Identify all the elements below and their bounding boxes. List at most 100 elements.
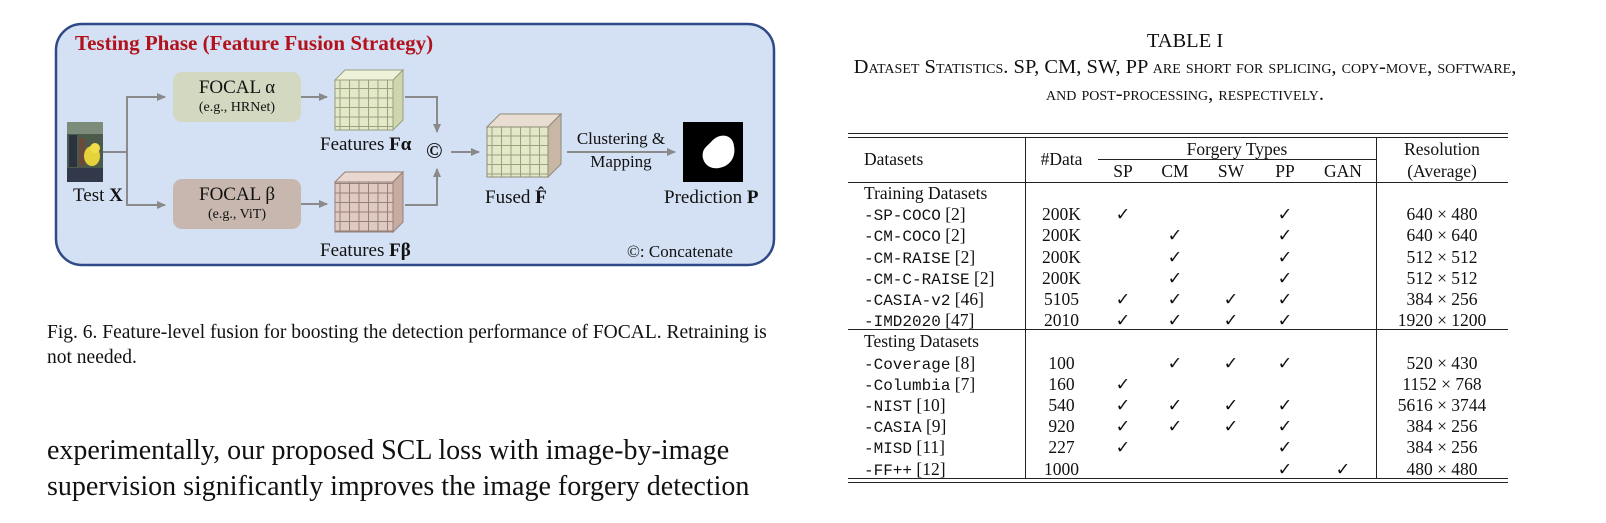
fused-text: Fused xyxy=(485,187,531,208)
check-mark-gan: ✓ xyxy=(1335,458,1351,479)
features-beta-cube xyxy=(333,170,405,234)
data-count-cell: 200K xyxy=(1042,267,1081,288)
dataset-reference: [2] xyxy=(950,246,976,267)
features-alpha-cube xyxy=(333,68,405,132)
dataset-name-cell: -FF++ [12] xyxy=(864,459,946,481)
resolution-cell: 1920 × 1200 xyxy=(1397,310,1487,331)
dataset-name: -NIST xyxy=(864,398,913,416)
focal-alpha-title: FOCAL α xyxy=(198,77,276,98)
header-sp: SP xyxy=(1113,161,1133,181)
data-count-cell: 540 xyxy=(1048,395,1075,415)
concat-symbol: © xyxy=(426,138,443,163)
dataset-name-cell: -CM-RAISE [2] xyxy=(864,247,975,269)
check-mark-sw: ✓ xyxy=(1223,395,1239,415)
check-mark-pp: ✓ xyxy=(1277,352,1293,373)
dataset-name-cell: -CM-COCO [2] xyxy=(864,225,966,247)
check-mark-pp: ✓ xyxy=(1277,289,1293,309)
dataset-reference: [47] xyxy=(940,310,975,331)
dataset-name: -Coverage xyxy=(864,355,951,374)
data-count-cell: 160 xyxy=(1048,373,1075,394)
check-mark-cm: ✓ xyxy=(1167,310,1183,331)
header-pp: PP xyxy=(1275,161,1295,181)
data-count-cell: 200K xyxy=(1042,225,1081,246)
dataset-reference: [12] xyxy=(912,458,946,479)
dataset-reference: [2] xyxy=(969,267,995,288)
resolution-cell: 384 × 256 xyxy=(1406,416,1478,437)
figure-6: Testing Phase (Feature Fusion Strategy) … xyxy=(54,22,777,267)
data-count-cell: 100 xyxy=(1048,352,1075,373)
resolution-cell: 5616 × 3744 xyxy=(1397,395,1487,415)
check-mark-sp: ✓ xyxy=(1115,395,1131,415)
fused-label: Fused F̂ xyxy=(485,187,547,209)
check-mark-cm: ✓ xyxy=(1167,289,1183,309)
check-mark-sp: ✓ xyxy=(1115,373,1131,394)
resolution-cell: 640 × 480 xyxy=(1406,204,1478,225)
resolution-cell: 480 × 480 xyxy=(1406,458,1478,479)
dataset-name: -CM-RAISE xyxy=(864,249,951,268)
test-symbol: X xyxy=(109,185,123,206)
header-gan: GAN xyxy=(1324,161,1362,181)
header-resolution-sub: (Average) xyxy=(1407,161,1477,181)
check-mark-pp: ✓ xyxy=(1277,204,1293,225)
dataset-name: -IMD2020 xyxy=(864,313,941,332)
header-forgery-types: Forgery Types xyxy=(1186,139,1288,159)
table-number: TABLE I xyxy=(1146,30,1224,52)
dataset-reference: [2] xyxy=(940,204,966,225)
prediction-symbol: P xyxy=(746,187,759,208)
vertical-rule-2 xyxy=(1376,137,1377,478)
dataset-reference: [7] xyxy=(950,373,976,394)
figure-caption: Fig. 6. Feature-level fusion for boostin… xyxy=(47,322,767,368)
dataset-name-cell: -CASIA [9] xyxy=(864,416,946,438)
check-mark-sw: ✓ xyxy=(1223,289,1239,309)
data-count-cell: 920 xyxy=(1048,416,1075,437)
figure-diagram xyxy=(54,22,776,267)
check-mark-pp: ✓ xyxy=(1277,225,1293,246)
header-data: #Data xyxy=(1040,149,1083,169)
check-mark-pp: ✓ xyxy=(1277,437,1293,458)
prediction-mask xyxy=(683,122,743,182)
dataset-name: -CM-C-RAISE xyxy=(864,270,970,289)
dataset-reference: [9] xyxy=(921,416,947,437)
features-alpha-label: Features Fα xyxy=(320,134,411,156)
features-beta-text: Features xyxy=(320,240,385,261)
check-mark-sp: ✓ xyxy=(1115,416,1131,437)
forgery-types-rule xyxy=(1098,159,1376,160)
header-resolution: Resolution xyxy=(1404,139,1480,159)
header-cm: CM xyxy=(1161,161,1189,181)
data-count-cell: 5105 xyxy=(1044,289,1079,309)
header-bottom-rule xyxy=(848,182,1508,183)
section-divider-rule xyxy=(848,329,1508,330)
test-label: Test X xyxy=(73,185,123,207)
check-mark-cm: ✓ xyxy=(1167,416,1183,437)
test-image-thumbnail xyxy=(67,122,103,182)
check-mark-cm: ✓ xyxy=(1167,395,1183,415)
body-paragraph: experimentally, our proposed SCL loss wi… xyxy=(47,435,750,502)
dataset-name-cell: -IMD2020 [47] xyxy=(864,310,974,332)
features-alpha-text: Features xyxy=(320,134,385,155)
dataset-name-cell: -NIST [10] xyxy=(864,395,946,417)
check-mark-cm: ✓ xyxy=(1167,267,1183,288)
check-mark-pp: ✓ xyxy=(1277,310,1293,331)
header-sw: SW xyxy=(1217,161,1245,181)
features-beta-label: Features Fβ xyxy=(320,240,411,262)
dataset-name: -SP-COCO xyxy=(864,207,941,226)
resolution-cell: 512 × 512 xyxy=(1406,246,1478,267)
dataset-reference: [2] xyxy=(940,225,966,246)
check-mark-pp: ✓ xyxy=(1277,458,1293,479)
check-mark-cm: ✓ xyxy=(1167,246,1183,267)
section-title: Training Datasets xyxy=(864,183,988,203)
table-top-rule xyxy=(848,133,1508,134)
focal-beta-title: FOCAL β xyxy=(199,184,275,205)
data-count-cell: 2010 xyxy=(1044,310,1079,331)
data-count-cell: 227 xyxy=(1048,437,1075,458)
dataset-name: -MISD xyxy=(864,440,913,459)
data-count-cell: 200K xyxy=(1042,204,1081,225)
check-mark-sw: ✓ xyxy=(1223,310,1239,331)
check-mark-cm: ✓ xyxy=(1167,225,1183,246)
dataset-name: -Columbia xyxy=(864,376,951,395)
check-mark-sp: ✓ xyxy=(1115,289,1131,309)
concat-legend: ©: Concatenate xyxy=(627,242,733,261)
focal-alpha-subtitle: (e.g., HRNet) xyxy=(198,100,276,115)
section-title: Testing Datasets xyxy=(864,331,979,352)
dataset-name: -CASIA-v2 xyxy=(864,292,951,310)
